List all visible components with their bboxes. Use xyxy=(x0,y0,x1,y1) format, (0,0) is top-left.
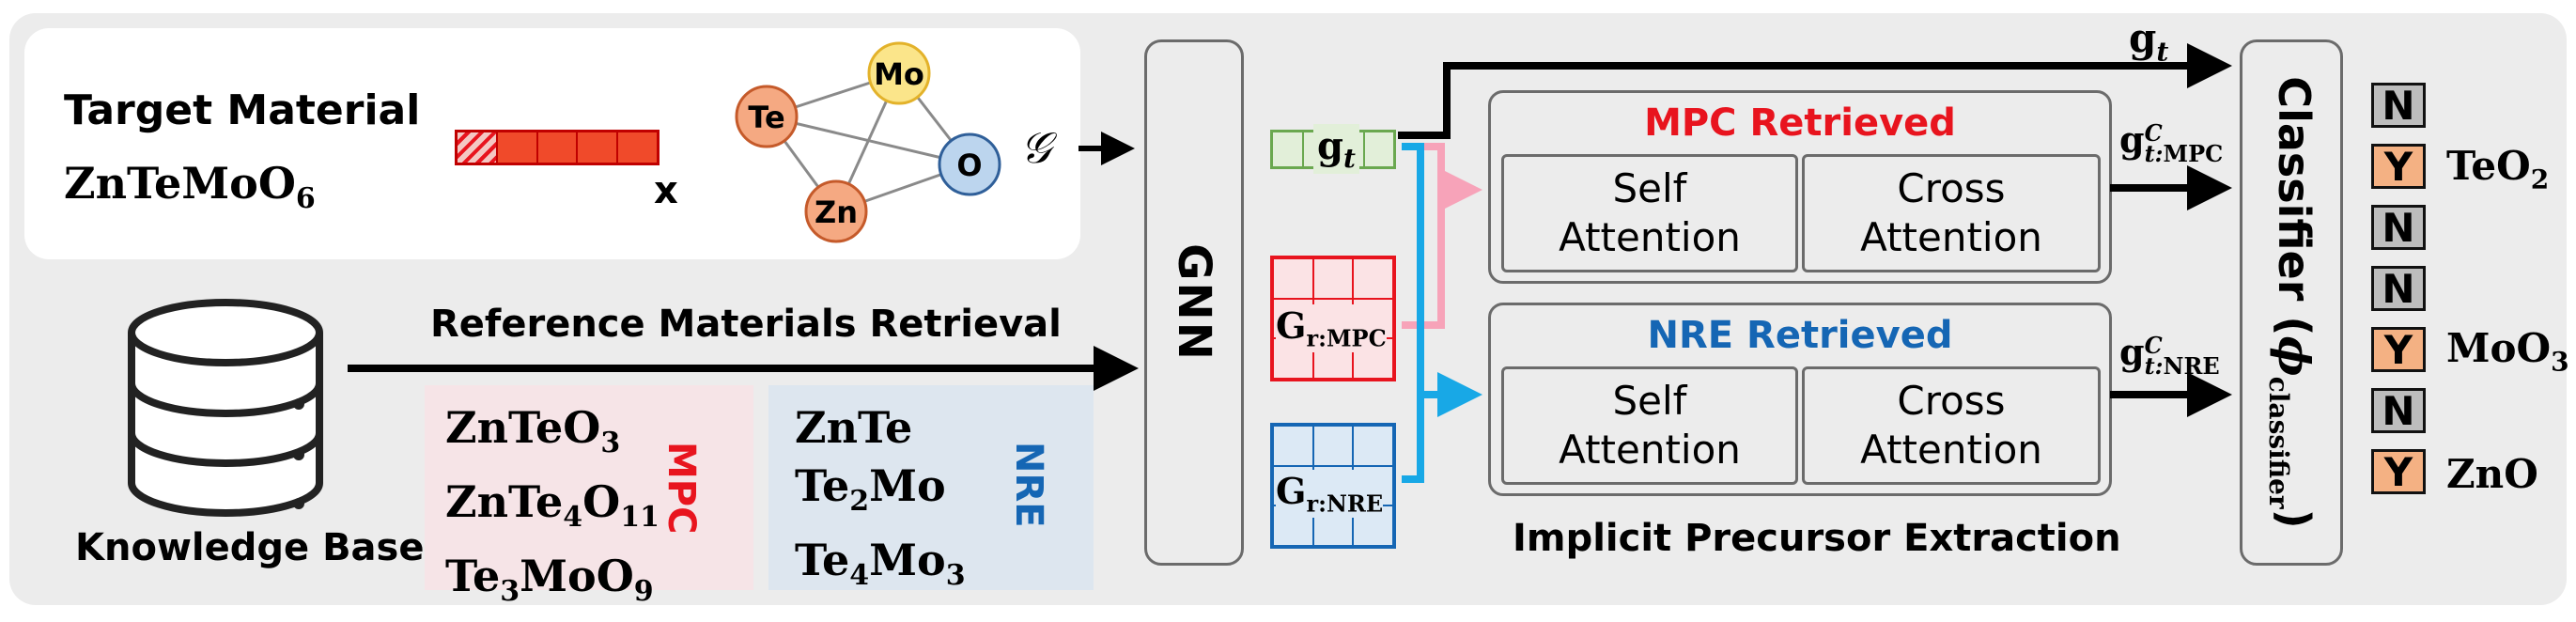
gnn-block: GNN xyxy=(1144,39,1244,566)
prediction-box-3: N xyxy=(2371,205,2426,251)
nre-formula-list: ZnTe Te2Mo Te4Mo3 xyxy=(795,398,966,605)
gt-embedding-cell xyxy=(1273,132,1304,166)
nre-grid-cell xyxy=(1353,426,1393,466)
nre-grid-cell xyxy=(1273,426,1313,466)
graph-edge xyxy=(766,115,970,166)
target-formula-base: ZnTeMoO xyxy=(64,158,296,209)
knowledge-base-label: Knowledge Base xyxy=(75,526,425,569)
prediction-label-moo3: MoO3 xyxy=(2446,325,2569,378)
graph-node-mo: Mo xyxy=(867,41,931,105)
feature-cell xyxy=(578,132,619,163)
feature-cell-hatched xyxy=(458,132,498,163)
prediction-box-7: Y xyxy=(2371,449,2426,495)
nre-formula-3: Te4Mo3 xyxy=(795,535,966,593)
gt-to-classifier-arrow xyxy=(1398,43,2232,139)
mpc-embedding-label: Gr:MPC xyxy=(1276,304,1387,352)
gt-embedding-cell xyxy=(1334,132,1365,166)
cyan-bracket xyxy=(1402,143,1424,483)
gt-output-label: gt xyxy=(2129,15,2169,68)
mpc-grid-cell xyxy=(1312,258,1354,299)
graph-symbol: 𝒢 xyxy=(1020,122,1051,173)
graph-node-te: Te xyxy=(735,85,799,148)
feature-cell xyxy=(497,132,538,163)
prediction-box-1: N xyxy=(2371,83,2426,129)
prediction-box-4: N xyxy=(2371,266,2426,312)
graph-node-o-label: O xyxy=(956,148,982,183)
graph-node-zn: Zn xyxy=(804,179,868,243)
nre-retrieved-title: NRE Retrieved xyxy=(1647,314,1953,357)
graph-node-o: O xyxy=(938,132,1001,196)
crystal-graph: Mo Te O Zn xyxy=(735,41,1001,243)
mpc-formula-list: ZnTeO3 ZnTe4O11 Te3MoO9 xyxy=(445,398,660,622)
graph-node-mo-label: Mo xyxy=(874,56,924,92)
feature-cell xyxy=(537,132,579,163)
feature-vector xyxy=(455,130,660,165)
prediction-box-5: Y xyxy=(2371,327,2426,373)
mpc-formula-1: ZnTeO3 xyxy=(445,402,621,460)
feature-cell xyxy=(618,132,657,163)
mpc-grid-cell xyxy=(1273,258,1313,299)
target-formula: ZnTeMoO6 xyxy=(64,158,316,215)
nre-formula-2: Te2Mo xyxy=(795,460,946,519)
graph-node-zn-label: Zn xyxy=(815,194,858,230)
retrieval-arrow-label: Reference Materials Retrieval xyxy=(430,303,1062,346)
gt-embedding-label: gt xyxy=(1313,124,1359,174)
mpc-formula-2: ZnTe4O11 xyxy=(445,476,660,535)
prediction-box-6: N xyxy=(2371,388,2426,434)
target-heading: Target Material xyxy=(64,86,421,134)
prediction-label-teo2: TeO2 xyxy=(2446,143,2550,195)
mpc-formula-box xyxy=(425,385,753,590)
database-icon xyxy=(128,299,323,517)
ipe-title: Implicit Precursor Extraction xyxy=(1513,517,2121,560)
target-formula-sub: 6 xyxy=(295,182,316,216)
mpc-grid-cell xyxy=(1353,258,1393,299)
nre-embedding-label: Gr:NRE xyxy=(1276,470,1384,518)
nre-grid-cell xyxy=(1312,426,1354,466)
classifier-block: Classifier (ϕclassifier) xyxy=(2240,39,2343,566)
mpc-retrieved-title: MPC Retrieved xyxy=(1644,101,1956,145)
prediction-box-2: Y xyxy=(2371,144,2426,190)
mpc-formula-3: Te3MoO9 xyxy=(445,551,654,609)
graph-node-te-label: Te xyxy=(748,100,784,135)
vector-label: x xyxy=(654,169,678,212)
prediction-label-zno: ZnO xyxy=(2446,451,2538,497)
nre-formula-box xyxy=(768,385,1094,590)
nre-formula-1: ZnTe xyxy=(795,402,913,453)
